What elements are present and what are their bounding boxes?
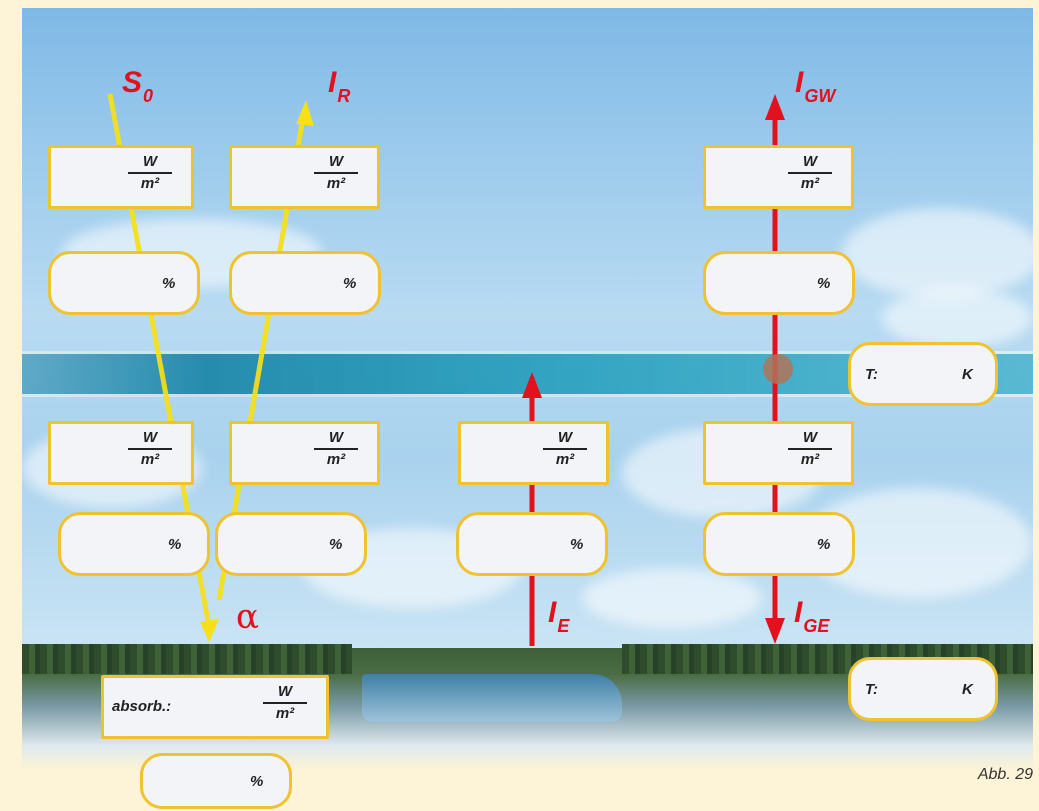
ige-percent-field[interactable]: % xyxy=(703,512,855,576)
lake xyxy=(362,674,622,722)
atmosphere-temperature-field[interactable]: T: K xyxy=(848,342,998,406)
absorbed-percent-field[interactable]: % xyxy=(140,753,292,809)
label-igw: IGW xyxy=(795,66,836,107)
ground-temperature-field[interactable]: T: K xyxy=(848,657,998,721)
label-ir: IR xyxy=(328,66,351,107)
s0-top-percent-field[interactable]: % xyxy=(48,251,200,315)
label-albedo-alpha: α xyxy=(236,597,259,637)
igw-top-percent-field[interactable]: % xyxy=(703,251,855,315)
figure-caption: Abb. 29 xyxy=(977,766,1033,783)
label-ie: IE xyxy=(548,596,570,637)
label-s0: S0 xyxy=(122,66,154,107)
label-ige: IGE xyxy=(794,596,830,637)
s0-bottom-percent-field[interactable]: % xyxy=(58,512,210,576)
atmosphere-node xyxy=(763,354,793,384)
ie-percent-field[interactable]: % xyxy=(456,512,608,576)
longwave-arrow-ie xyxy=(522,372,542,646)
ir-bottom-percent-field[interactable]: % xyxy=(215,512,367,576)
ir-top-percent-field[interactable]: % xyxy=(229,251,381,315)
